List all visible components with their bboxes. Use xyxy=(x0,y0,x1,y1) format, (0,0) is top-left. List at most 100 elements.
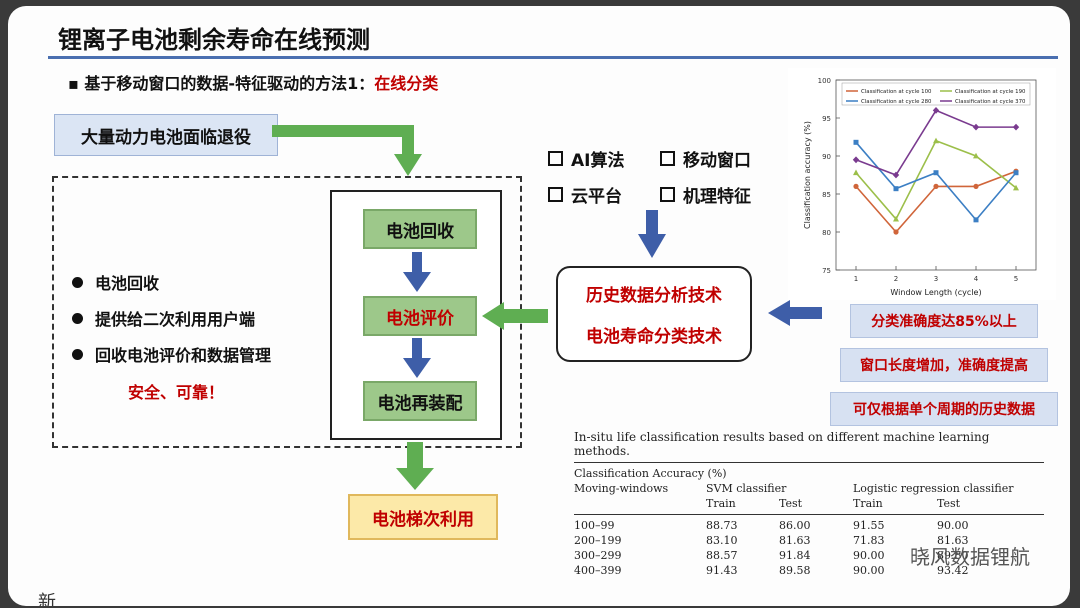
series-point xyxy=(893,229,899,235)
blue-down-shaft xyxy=(646,210,658,236)
series-point xyxy=(892,171,900,179)
series-point xyxy=(973,183,979,189)
blue-arrowhead-1 xyxy=(403,272,431,292)
table-cell: 90.00 xyxy=(853,564,885,577)
bullet-dot xyxy=(72,312,83,324)
history-line-1: 历史数据分析技术 xyxy=(586,286,722,306)
table-header-row-1: Classification Accuracy (%) xyxy=(574,466,1044,481)
x-tick-label: 1 xyxy=(854,275,858,283)
table-header-cell: Test xyxy=(779,497,803,510)
slide: 锂离子电池剩余寿命在线预测 ▪ 基于移动窗口的数据-特征驱动的方法1：在线分类 … xyxy=(8,6,1070,606)
safe-text: 安全、可靠！ xyxy=(128,383,225,402)
title-underline xyxy=(48,56,1058,59)
pill-window: 窗口长度增加，准确度提高 xyxy=(840,348,1048,382)
check-label: 机理特征 xyxy=(683,186,751,207)
table-cell: 400–399 xyxy=(574,564,622,577)
subtitle-bullet: ▪ xyxy=(68,74,85,93)
blue-arrow-shaft-2 xyxy=(412,338,422,360)
subtitle: ▪ 基于移动窗口的数据-特征驱动的方法1：在线分类 xyxy=(68,70,438,94)
series-point xyxy=(853,139,859,145)
checkbox-icon xyxy=(660,150,675,166)
series-point xyxy=(853,183,859,189)
bullet-item: 提供给二次利用用户端 xyxy=(72,300,271,336)
table-row: 400–399 91.43 89.58 90.00 93.42 xyxy=(574,563,1044,578)
retire-box: 大量动力电池面临退役 xyxy=(54,114,278,156)
check-item: 机理特征 xyxy=(660,182,772,207)
bullet-text: 提供给二次利用用户端 xyxy=(95,310,256,329)
series-point xyxy=(893,215,899,222)
table-cell: 93.42 xyxy=(937,564,969,577)
check-row: 云平台 机理特征 xyxy=(548,176,772,212)
series-point xyxy=(893,186,899,192)
series-point xyxy=(933,183,939,189)
series-point xyxy=(1012,123,1020,131)
table-cell: 89.58 xyxy=(779,564,811,577)
table-caption: In-situ life classification results base… xyxy=(574,430,990,458)
series-point xyxy=(973,217,979,223)
green-left-arrowhead xyxy=(482,302,504,330)
check-item: AI算法 xyxy=(548,146,660,171)
x-tick-label: 3 xyxy=(934,275,938,283)
flow-reassemble-box: 电池再装配 xyxy=(363,381,477,421)
green-down-shaft xyxy=(407,442,423,470)
bullet-item: 电池回收 xyxy=(72,264,271,300)
legend-label: Classification at cycle 190 xyxy=(955,89,1026,95)
y-tick-label: 80 xyxy=(822,229,831,237)
watermark: 晓风数据锂航 xyxy=(910,545,1030,569)
table-cell: 91.43 xyxy=(706,564,738,577)
green-left-shaft xyxy=(502,309,548,323)
table-cell: 89.80 xyxy=(937,549,969,562)
check-label: 移动窗口 xyxy=(683,150,751,171)
table-rule-top xyxy=(574,462,1044,463)
y-tick-label: 100 xyxy=(818,77,831,85)
bullet-dot xyxy=(72,348,83,360)
blue-arrowhead-2 xyxy=(403,358,431,378)
series-point xyxy=(853,169,859,176)
table-header-row-3: Train Test Train Test xyxy=(574,496,1044,511)
table-cell: 81.63 xyxy=(937,534,969,547)
table-header-cell: SVM classifier xyxy=(706,482,787,495)
check-label: 云平台 xyxy=(571,186,622,207)
bullet-text: 回收电池评价和数据管理 xyxy=(95,346,272,365)
subtitle-accent: 在线分类 xyxy=(374,74,439,93)
series-point xyxy=(933,137,939,144)
bullet-dot xyxy=(72,276,83,288)
table-header-row-2: Moving-windows SVM classifier Logistic r… xyxy=(574,481,1044,496)
x-tick-label: 2 xyxy=(894,275,898,283)
results-table: In-situ life classification results base… xyxy=(574,430,1044,578)
blue-arrow-shaft-1 xyxy=(412,252,422,274)
x-tick-label: 4 xyxy=(974,275,979,283)
green-elbow-arrow xyxy=(272,125,414,156)
slide-title: 锂离子电池剩余寿命在线预测 xyxy=(58,26,370,54)
pill-accuracy: 分类准确度达85%以上 xyxy=(850,304,1038,338)
x-axis-label: Window Length (cycle) xyxy=(890,288,981,297)
series-point xyxy=(972,123,980,131)
check-item: 移动窗口 xyxy=(660,146,772,171)
series-point xyxy=(1013,184,1019,191)
bullet-list: 电池回收 提供给二次利用用户端 回收电池评价和数据管理 xyxy=(72,264,271,372)
check-item: 云平台 xyxy=(548,182,660,207)
chart-legend xyxy=(841,82,1031,106)
checkbox-icon xyxy=(660,186,675,202)
flow-cascade-box: 电池梯次利用 xyxy=(348,494,498,540)
table-cell: 88.73 xyxy=(706,519,738,532)
bullet-item: 回收电池评价和数据管理 xyxy=(72,336,271,372)
series-point xyxy=(973,152,979,159)
series-point xyxy=(1013,170,1019,176)
bottom-text: 新 xyxy=(38,592,56,606)
legend-label: Classification at cycle 280 xyxy=(861,99,932,105)
history-line-2: 电池寿命分类技术 xyxy=(586,327,722,347)
table-cell: 81.63 xyxy=(779,534,811,547)
legend-label: Classification at cycle 370 xyxy=(955,99,1026,105)
subtitle-prefix: 基于移动窗口的数据-特征驱动的方法1： xyxy=(84,74,375,93)
blue-left-shaft xyxy=(788,307,822,319)
series-point xyxy=(933,170,939,176)
table-cell: 91.55 xyxy=(853,519,885,532)
history-analysis-box: 历史数据分析技术 电池寿命分类技术 xyxy=(556,266,752,362)
blue-left-arrowhead xyxy=(768,300,790,326)
check-label: AI算法 xyxy=(571,150,625,171)
